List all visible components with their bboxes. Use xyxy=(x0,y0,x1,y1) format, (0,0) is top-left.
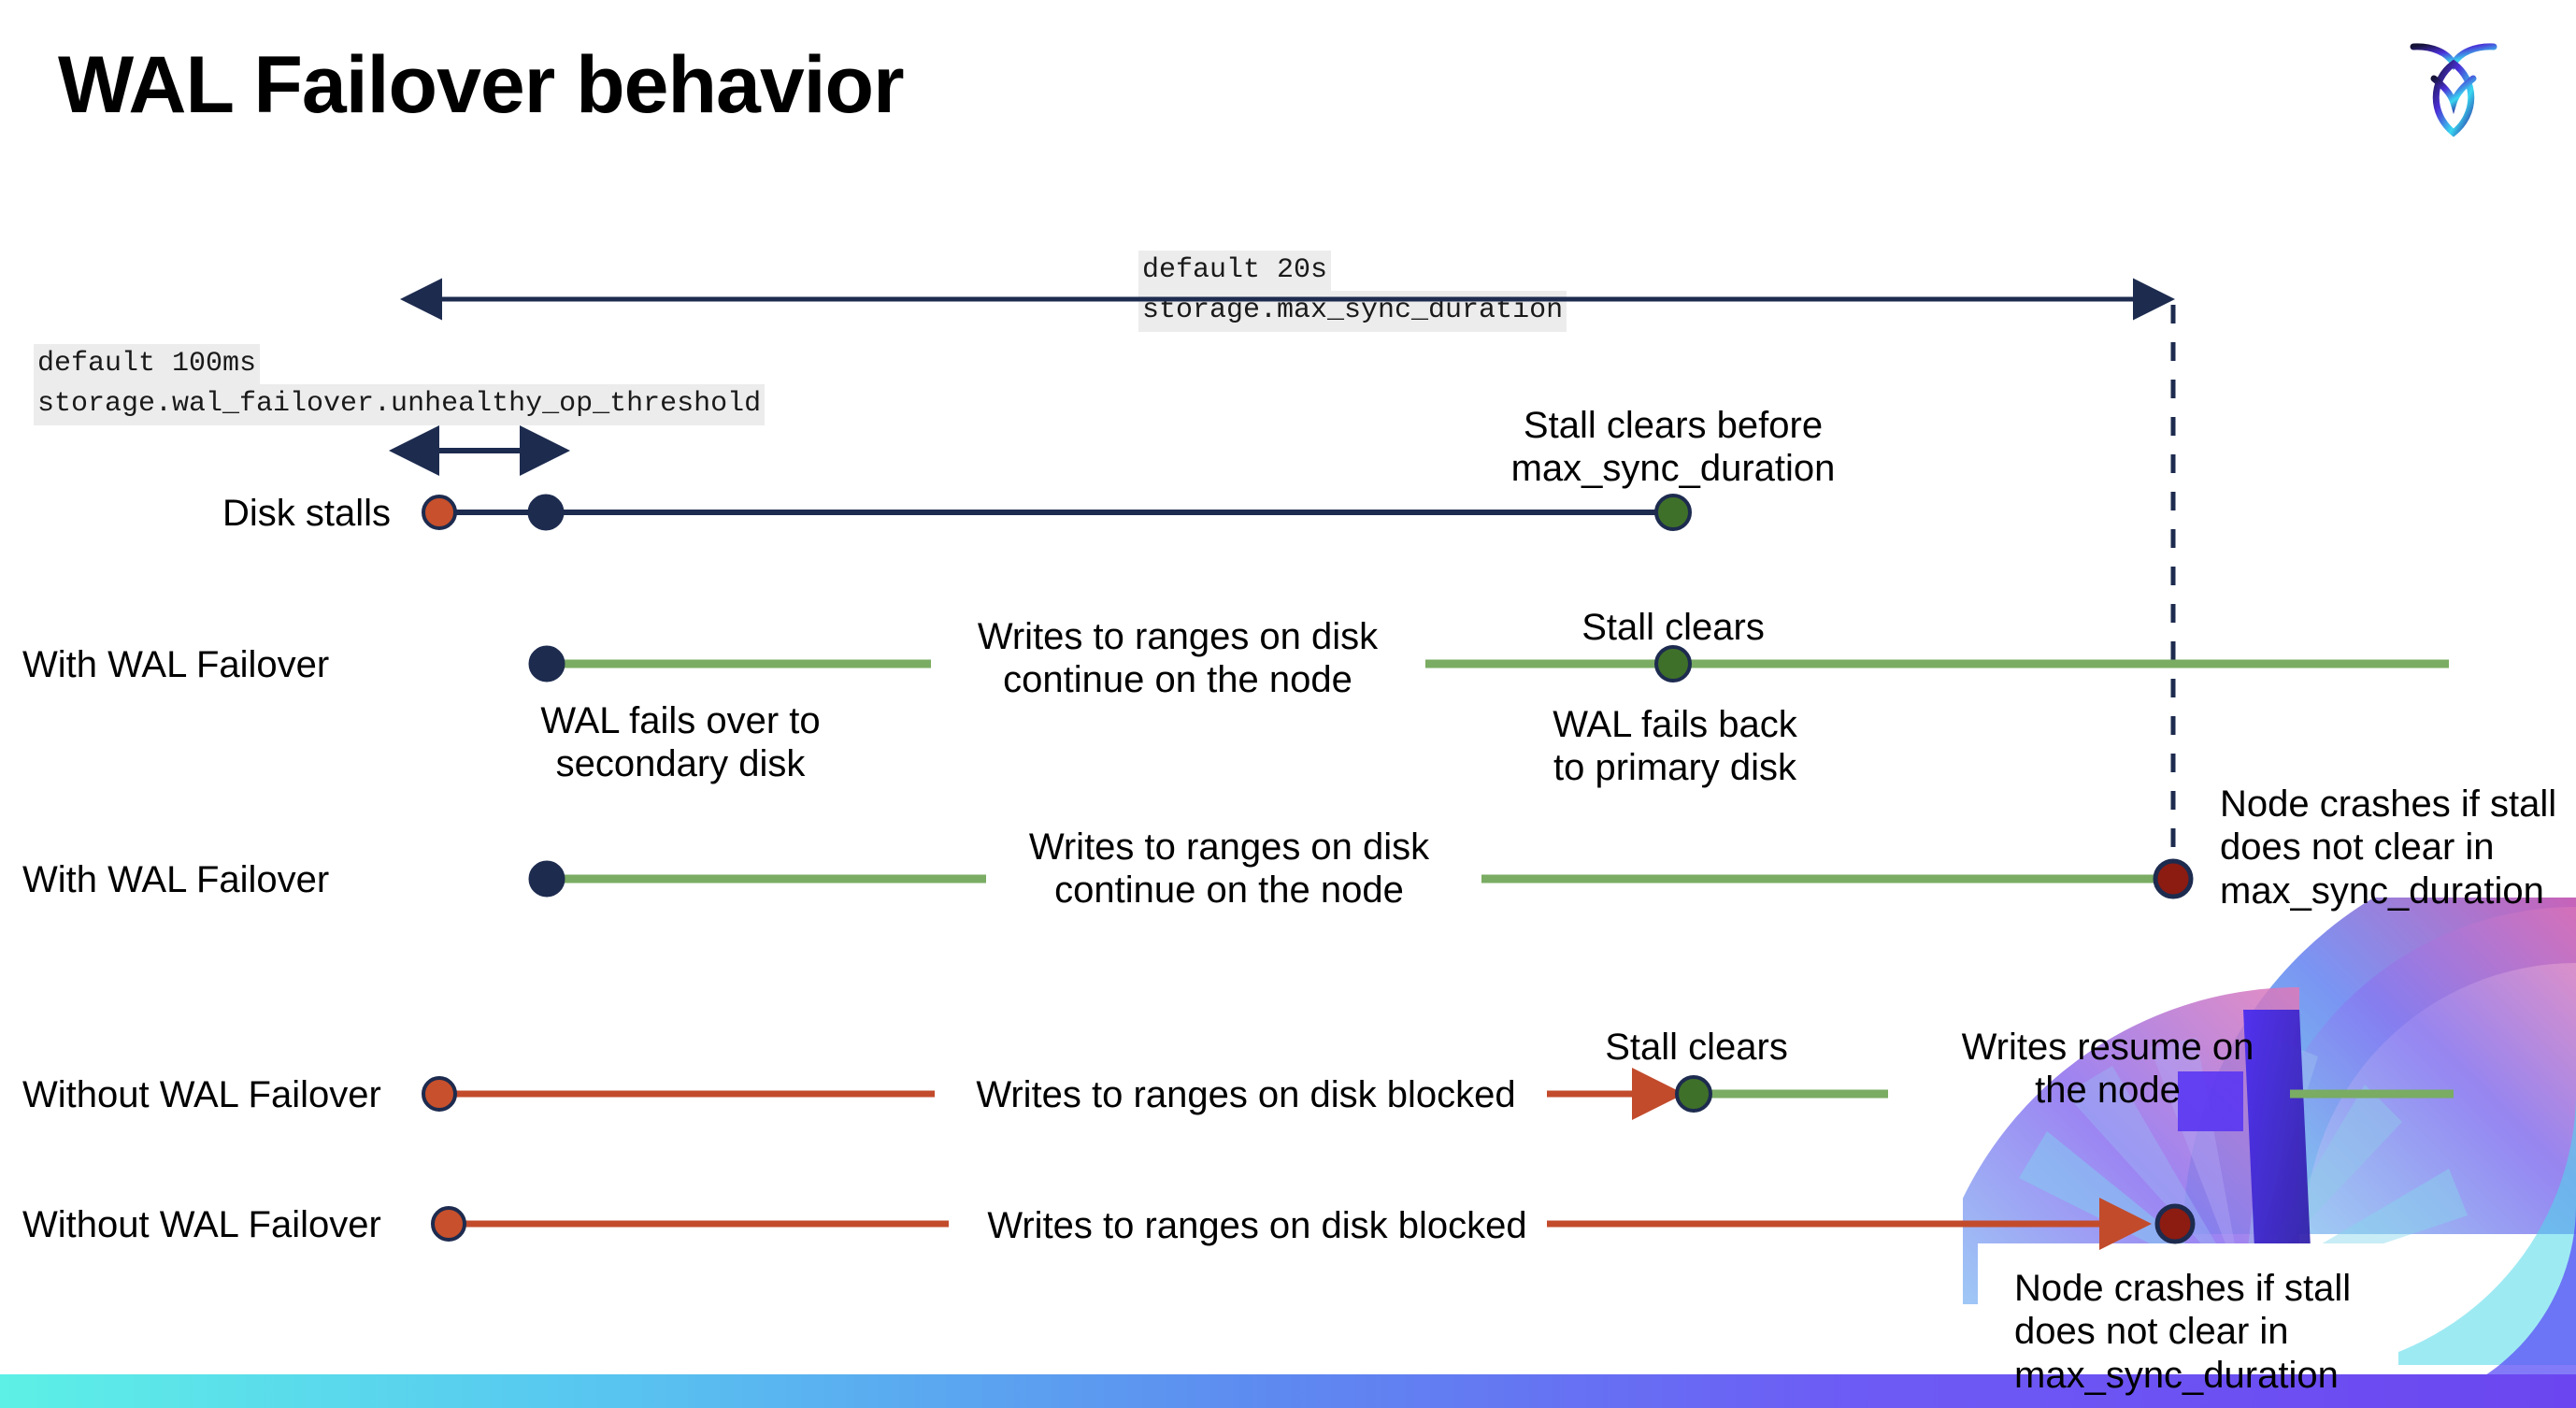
annotation-stall-clears-row2: Stall clears xyxy=(1581,607,1765,648)
annotation-stall-clears-before: Stall clears before max_sync_duration xyxy=(1472,404,1874,491)
bottom-gradient-bar xyxy=(0,1374,2576,1408)
annotation-line-3: max_sync_duration xyxy=(2014,1354,2339,1396)
stall-clear-dot xyxy=(1654,494,1692,531)
row-without-wal-failover-recovers-timeline xyxy=(422,1068,2454,1120)
stall-start-dot xyxy=(422,1076,457,1112)
annotation-line-2: the node xyxy=(2035,1070,2181,1112)
stall-clear-dot xyxy=(1654,645,1692,682)
row-label-disk-stalls: Disk stalls xyxy=(222,493,392,534)
annotation-line-2: max_sync_duration xyxy=(1510,448,1836,490)
annotation-node-crashes-row5: Node crashes if stall does not clear in … xyxy=(2014,1267,2388,1397)
note-backdrop-2 xyxy=(1117,1304,1986,1379)
row-label-without-wal-failover-1: Without WAL Failover xyxy=(22,1074,381,1115)
annotation-line-2: to primary disk xyxy=(1553,747,1797,789)
annotation-writes-continue-row2: Writes to ranges on disk continue on the… xyxy=(944,615,1411,702)
node-crash-dot xyxy=(2153,858,2194,899)
annotation-line-1: WAL fails over to xyxy=(540,700,821,741)
annotation-line-2: does not clear in xyxy=(2014,1311,2289,1353)
row-label-without-wal-failover-2: Without WAL Failover xyxy=(22,1204,381,1245)
annotation-line-1: Stall clears before xyxy=(1523,405,1824,446)
annotation-line-1: Node crashes if stall xyxy=(2014,1268,2352,1309)
annotation-writes-blocked-row5: Writes to ranges on disk blocked xyxy=(987,1205,1527,1246)
callout-left-setting: storage.wal_failover.unhealthy_op_thresh… xyxy=(34,384,766,425)
failover-dot xyxy=(528,860,565,898)
annotation-writes-blocked-row4: Writes to ranges on disk blocked xyxy=(976,1074,1516,1115)
callout-unhealthy-op-threshold: default 100ms storage.wal_failover.unhea… xyxy=(34,344,766,425)
stall-clear-dot xyxy=(1675,1075,1712,1113)
failover-dot xyxy=(528,645,565,682)
row-label-with-wal-failover-2: With WAL Failover xyxy=(22,859,330,900)
row-with-wal-failover-recovers-timeline xyxy=(528,645,2449,682)
stall-start-dot xyxy=(431,1206,466,1242)
annotation-stall-clears-row4: Stall clears xyxy=(1605,1027,1788,1068)
callout-left-default: default 100ms xyxy=(34,344,261,385)
annotation-wal-fails-over: WAL fails over to secondary disk xyxy=(479,699,881,786)
annotation-line-1: Writes to ranges on disk xyxy=(1028,826,1430,868)
annotation-node-crashes-row3: Node crashes if stall does not clear in … xyxy=(2220,783,2575,912)
row-label-with-wal-failover-1: With WAL Failover xyxy=(22,644,330,685)
failover-dot xyxy=(527,494,565,531)
row-with-wal-failover-crashes-timeline xyxy=(528,858,2194,899)
annotation-line-2: secondary disk xyxy=(555,743,806,785)
row-without-wal-failover-crashes-timeline xyxy=(431,1198,2196,1250)
annotation-line-1: WAL fails back xyxy=(1553,704,1797,745)
annotation-line-1: Node crashes if stall xyxy=(2220,783,2557,825)
annotation-line-3: max_sync_duration xyxy=(2220,869,2544,912)
annotation-line-1: Writes resume on xyxy=(1961,1027,2254,1068)
row-disk-stalls-timeline xyxy=(422,494,1692,531)
cockroachdb-logo-icon xyxy=(2402,28,2505,140)
annotation-line-2: continue on the node xyxy=(1054,869,1404,912)
page-title: WAL Failover behavior xyxy=(58,40,905,130)
annotation-line-1: Writes to ranges on disk xyxy=(977,616,1379,657)
annotation-line-2: does not clear in xyxy=(2220,826,2495,869)
stall-start-dot xyxy=(422,495,457,530)
annotation-writes-resume: Writes resume on the node xyxy=(1921,1026,2295,1113)
node-crash-dot xyxy=(2154,1203,2196,1244)
annotation-wal-fails-back: WAL fails back to primary disk xyxy=(1488,703,1862,790)
annotation-line-2: continue on the node xyxy=(1003,659,1352,701)
annotation-writes-continue-row3: Writes to ranges on disk continue on the… xyxy=(995,826,1463,912)
